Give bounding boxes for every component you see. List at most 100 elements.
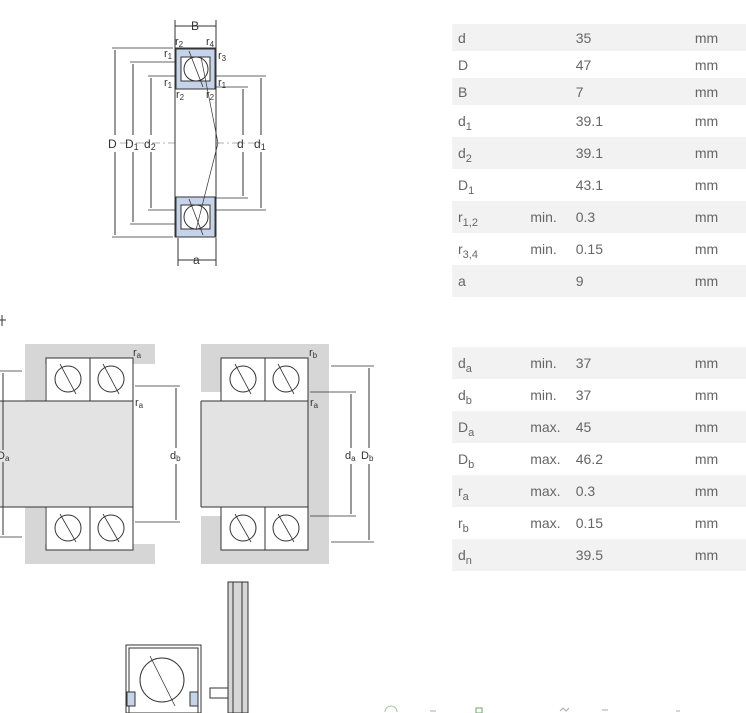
dimension-value: 0.3 — [575, 201, 695, 233]
dimension-symbol: B — [452, 78, 531, 105]
label-B: B — [191, 19, 199, 33]
dimension-symbol: d2 — [452, 137, 531, 169]
dimension-qualifier — [530, 78, 576, 105]
label-ra-right: ra — [310, 397, 319, 410]
label-ra-top: ra — [133, 347, 142, 360]
dimension-value: 43.1 — [575, 177, 603, 193]
dimension-unit: mm — [694, 451, 719, 467]
dimension-symbol: dn — [452, 539, 531, 571]
dimension-value: 0.15 — [575, 515, 603, 531]
dimension-row: D1 43.1 mm — [452, 169, 746, 201]
abutment-drawing-db — [200, 344, 374, 564]
dimension-unit: mm — [694, 137, 746, 169]
dimension-qualifier — [530, 539, 576, 571]
dimension-value: 37 — [575, 347, 695, 379]
dimension-unit: mm — [694, 411, 746, 443]
label-r2-top: r2 — [175, 36, 184, 49]
label-ra-mid: ra — [135, 397, 144, 410]
abutment-drawing-da — [0, 344, 180, 564]
dimension-symbol: Db — [458, 451, 475, 471]
label-da: da — [345, 450, 356, 463]
dimension-qualifier — [530, 105, 575, 137]
dimension-unit: mm — [694, 539, 746, 571]
dimension-qualifier: min. — [530, 387, 557, 403]
label-d: d — [237, 137, 244, 151]
dimension-unit: mm — [694, 177, 719, 193]
label-d2: d2 — [144, 137, 156, 152]
dimension-qualifier: max. — [530, 451, 561, 467]
label-r2-inner-1: r2 — [176, 89, 185, 102]
dimension-value: 47 — [575, 56, 592, 73]
dimension-symbol: d — [452, 24, 531, 51]
dimension-qualifier: min. — [530, 201, 576, 233]
dimension-symbol: a — [452, 265, 531, 297]
dimension-qualifier: max. — [530, 411, 576, 443]
dimension-unit: mm — [694, 78, 746, 105]
dimension-qualifier: min. — [530, 347, 576, 379]
dimension-value: 39.1 — [575, 137, 695, 169]
label-d1: d1 — [254, 137, 266, 152]
dimension-unit: mm — [694, 515, 719, 531]
dimension-row: rb max. 0.15 mm — [452, 507, 746, 539]
dimension-qualifier — [530, 24, 576, 51]
label-r3: r3 — [218, 50, 227, 63]
dimension-symbol: rb — [458, 515, 469, 535]
label-Da: Da — [0, 450, 10, 463]
dimension-unit: mm — [694, 265, 746, 297]
label-D: D — [108, 137, 117, 151]
dimension-symbol: da — [452, 347, 531, 379]
dimension-symbol: D — [458, 56, 469, 73]
dimension-row: d1 39.1 mm — [452, 105, 746, 137]
dimension-symbol: D1 — [458, 177, 475, 197]
dimension-qualifier — [530, 51, 575, 78]
dimension-value: 0.15 — [575, 241, 603, 257]
dimension-unit: mm — [694, 475, 746, 507]
dimension-qualifier: max. — [530, 475, 576, 507]
label-r1-outer: r1 — [218, 77, 227, 90]
dimension-value: 0.3 — [575, 475, 695, 507]
dimension-value: 46.2 — [575, 451, 603, 467]
label-db: db — [170, 450, 181, 463]
bearing-cross-section — [112, 20, 266, 266]
dimension-symbol: d1 — [458, 113, 472, 133]
dimension-value: 35 — [575, 24, 695, 51]
label-rb-top: rb — [309, 347, 318, 360]
dimension-symbol: Da — [452, 411, 531, 443]
dimension-value: 7 — [575, 78, 695, 105]
dimension-qualifier: min. — [530, 241, 557, 257]
dimension-row: Db max. 46.2 mm — [452, 443, 746, 475]
dimension-value: 39.5 — [575, 539, 695, 571]
dimension-value: 9 — [575, 265, 695, 297]
dimension-qualifier: max. — [530, 515, 561, 531]
dimension-value: 39.1 — [575, 113, 603, 129]
dimension-qualifier — [530, 137, 576, 169]
footer-icon-row — [384, 705, 680, 713]
dimension-symbol: db — [458, 387, 472, 407]
label-r1-inner: r1 — [164, 77, 173, 90]
dimension-unit: mm — [694, 113, 719, 129]
label-a: a — [193, 253, 200, 267]
cross-section-labels: B r2 r4 r1 r3 r1 r2 r2 r1 D D1 d2 d d1 a — [108, 19, 266, 267]
dimension-qualifier — [530, 169, 575, 201]
label-D1: D1 — [125, 137, 139, 152]
dimension-qualifier — [530, 265, 576, 297]
dimension-symbol: r1,2 — [452, 201, 531, 233]
dimension-unit: mm — [694, 347, 746, 379]
label-r2-inner-2: r2 — [206, 89, 215, 102]
dimension-unit: mm — [694, 201, 746, 233]
dimension-unit: mm — [694, 387, 719, 403]
dimension-value: 45 — [575, 411, 695, 443]
nut-drawing-partial — [125, 581, 249, 713]
